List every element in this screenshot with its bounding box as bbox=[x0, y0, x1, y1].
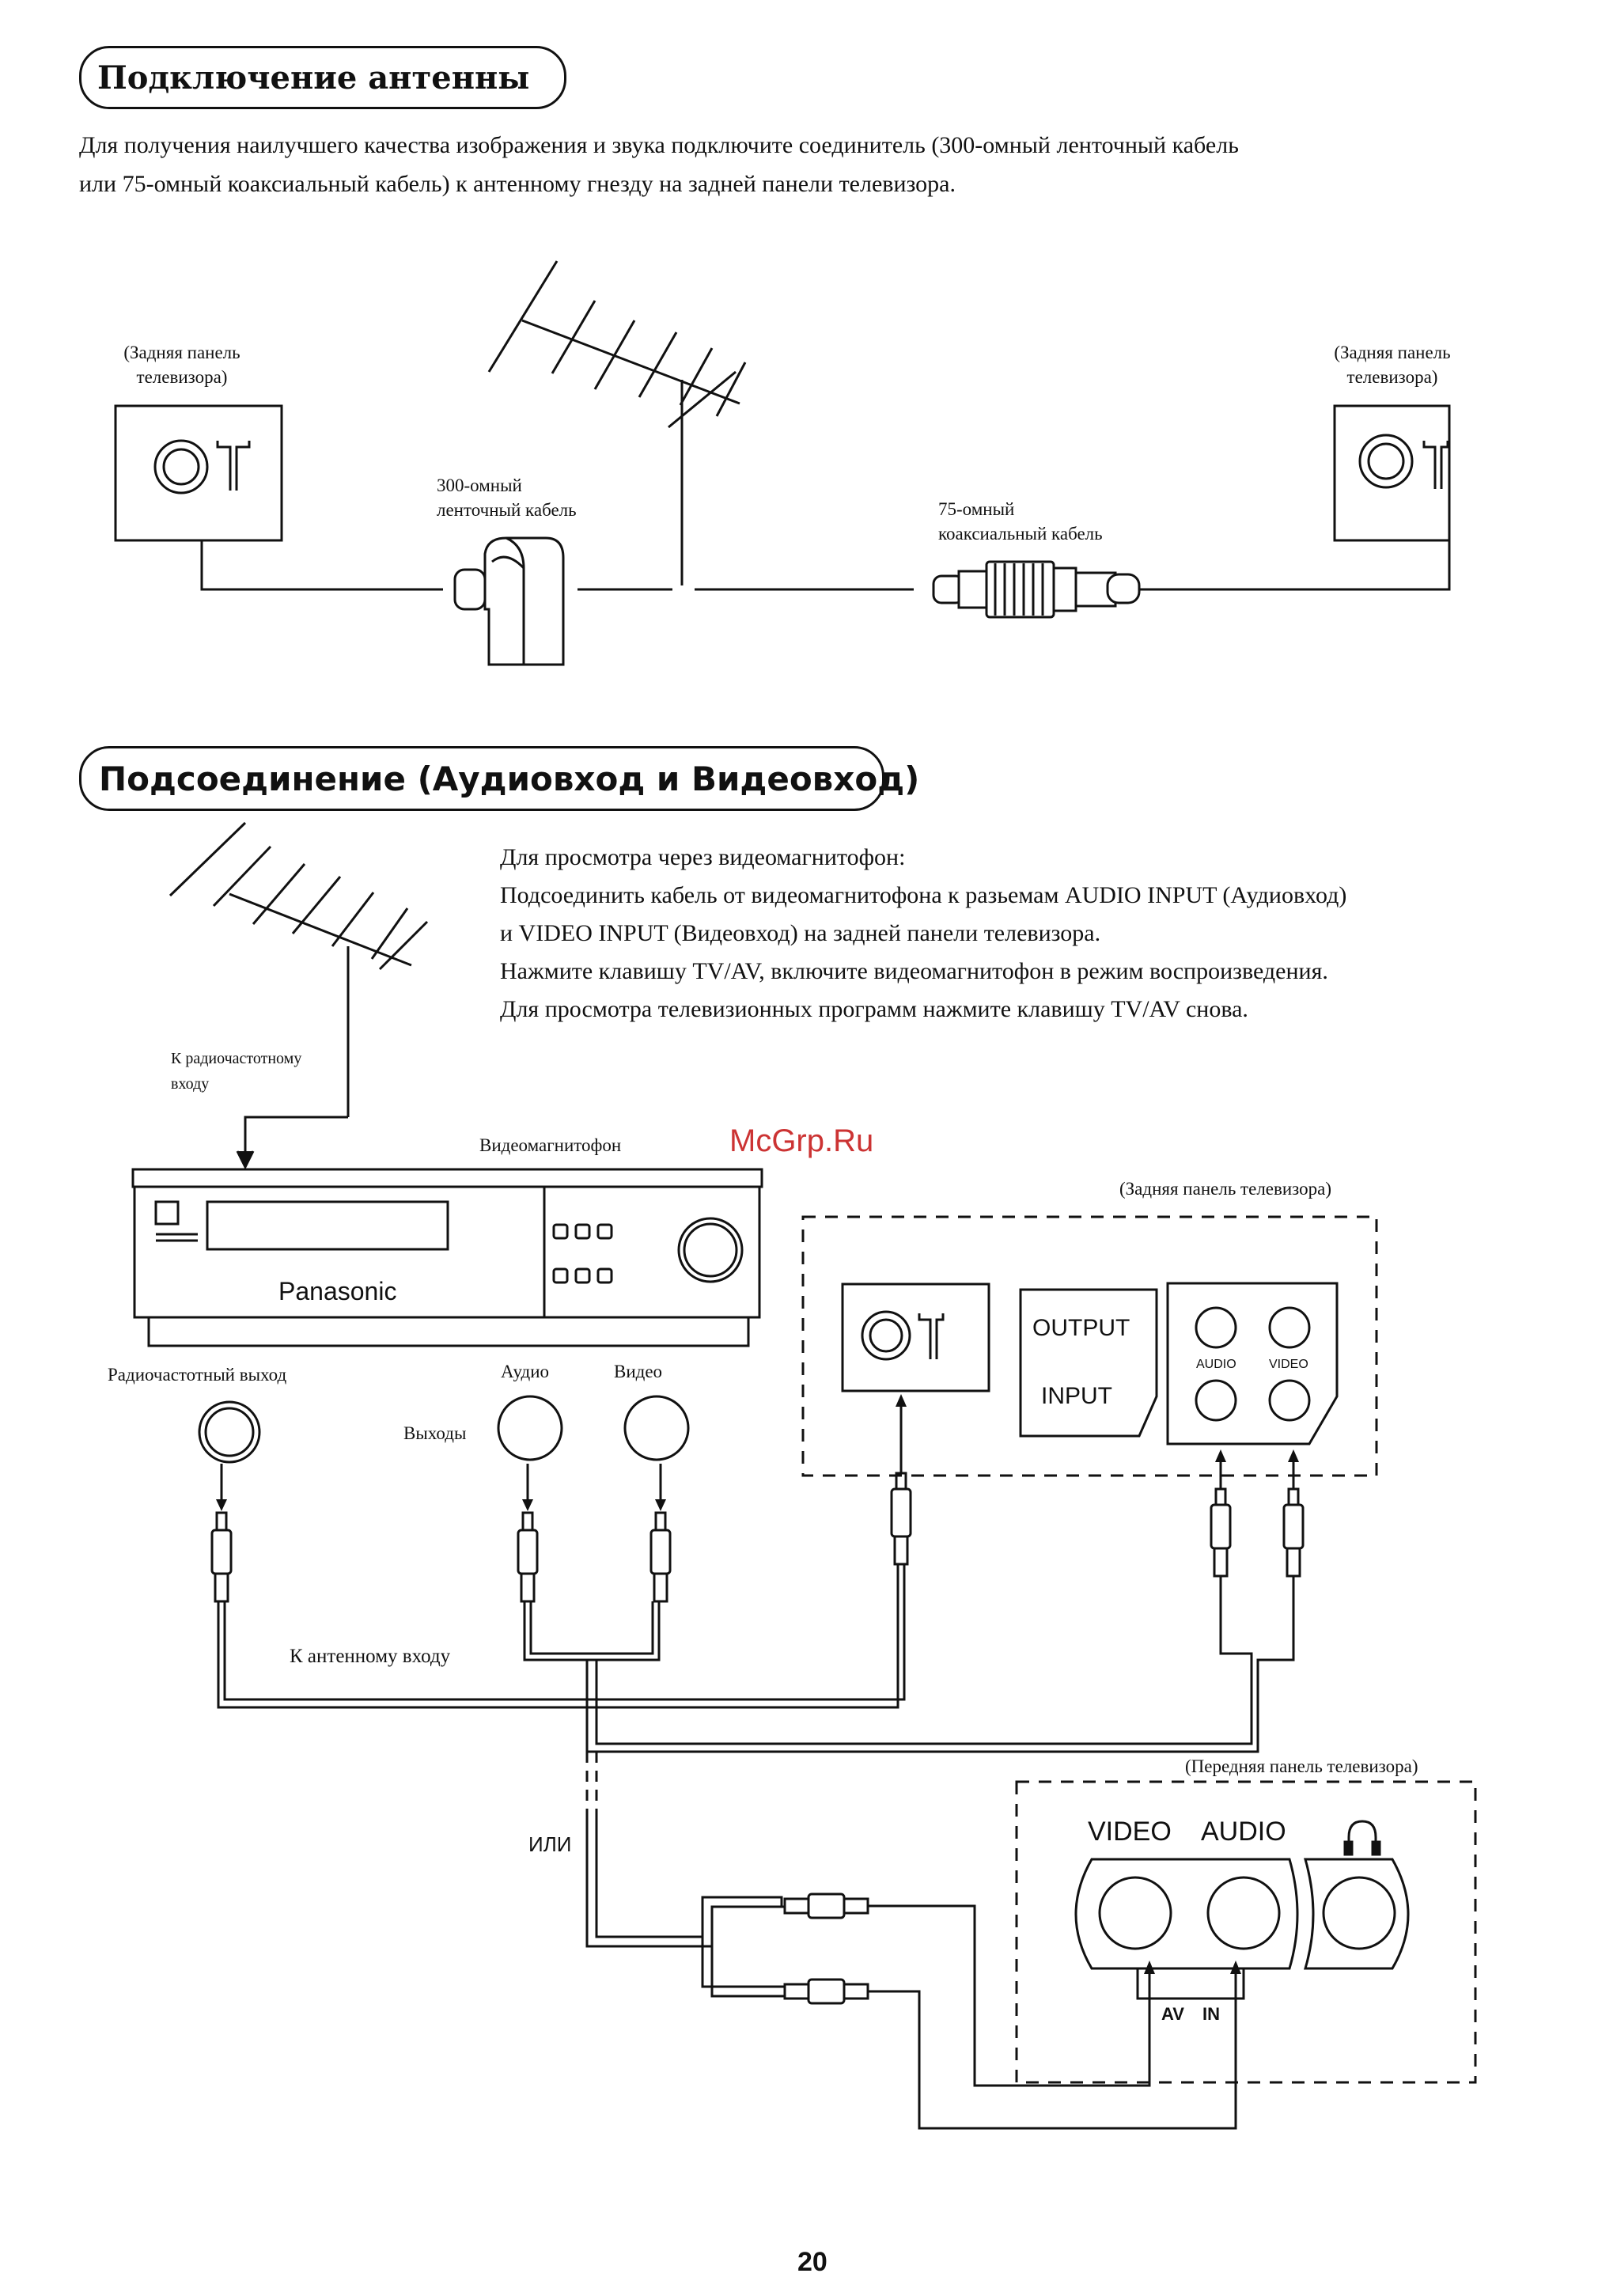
rf-cable-plug bbox=[210, 1511, 233, 1603]
rf-cable bbox=[217, 1564, 906, 1709]
coax-plug-icon bbox=[932, 560, 1141, 619]
section-title-antenna-text: Подключение антенны bbox=[97, 59, 530, 97]
rf-output-label: Радиочастотный выход bbox=[108, 1365, 287, 1385]
vcr-video-output-jack bbox=[623, 1395, 690, 1461]
intro-line-2: или 75-омный коаксиальный кабель) к анте… bbox=[79, 171, 956, 197]
rf-input-feed-line bbox=[244, 1116, 348, 1163]
right-feed-line bbox=[1135, 540, 1451, 591]
tv-front-jack-strip bbox=[1074, 1858, 1299, 1970]
tv-front-label: (Передняя панель телевизора) bbox=[1185, 1756, 1418, 1776]
vcr-device bbox=[131, 1168, 763, 1347]
page-number: 20 bbox=[797, 2247, 827, 2277]
rf-input-label: К радиочастотному входу bbox=[171, 1050, 302, 1093]
front-video-plug bbox=[783, 1892, 869, 1919]
output-label: OUTPUT bbox=[1032, 1315, 1130, 1341]
right-tv-rear-panel bbox=[1333, 404, 1451, 542]
av-cable-bundle bbox=[523, 1576, 1295, 1753]
tv-av-jack-panel bbox=[1166, 1282, 1339, 1445]
video-jack-label: VIDEO bbox=[1269, 1358, 1308, 1371]
section-title-av-text: Подсоединение (Аудиовход и Видеовход) bbox=[99, 759, 920, 798]
tv-output-input-panel bbox=[1019, 1288, 1158, 1438]
ribbon-plug-icon bbox=[453, 536, 565, 666]
left-feed-line bbox=[200, 540, 443, 591]
tv-front-panel-box bbox=[1015, 1780, 1477, 2084]
vcr-label: Видеомагнитофон bbox=[479, 1135, 622, 1155]
tv-rear-antenna-panel bbox=[841, 1283, 990, 1392]
headphone-jack bbox=[1322, 1876, 1396, 1950]
in-label: IN bbox=[1202, 2004, 1220, 2024]
audio-cable-plug bbox=[517, 1511, 539, 1603]
alt-branch-dashed bbox=[585, 1752, 598, 1820]
left-antenna-jack-icon bbox=[153, 439, 209, 494]
right-rear-panel-label: (Задняя панель телевизора) bbox=[1334, 343, 1451, 387]
tv-video-input-plug bbox=[1282, 1487, 1305, 1578]
section-title-antenna: Подключение антенны bbox=[79, 46, 566, 109]
front-audio-plug bbox=[783, 1978, 869, 2005]
headphone-icon bbox=[1343, 1820, 1381, 1856]
audio-jack-label: AUDIO bbox=[1196, 1358, 1236, 1371]
vcr-audio-output-jack bbox=[497, 1395, 563, 1461]
antenna-2-icon bbox=[169, 821, 429, 1117]
outputs-label: Выходы bbox=[403, 1423, 467, 1443]
left-rear-panel-label: (Задняя панель телевизора) bbox=[123, 343, 240, 387]
tv-rear-panel-box bbox=[801, 1215, 1378, 1477]
ribbon-cable-label: 300-омный ленточный кабель bbox=[437, 475, 577, 520]
front-audio-jack bbox=[1206, 1876, 1281, 1950]
intro-line-1: Для получения наилучшего качества изобра… bbox=[79, 132, 1239, 158]
front-video-label: VIDEO bbox=[1088, 1817, 1172, 1847]
video-cable-plug bbox=[649, 1511, 672, 1603]
front-av-cable bbox=[585, 1820, 791, 1998]
front-video-jack bbox=[1098, 1876, 1172, 1950]
right-ribbon-terminal-icon bbox=[1422, 441, 1449, 489]
tv-audio-input-plug bbox=[1210, 1487, 1232, 1578]
or-label: ИЛИ bbox=[528, 1832, 572, 1856]
antenna-input-label: К антенному входу bbox=[290, 1646, 451, 1667]
av-label: AV bbox=[1161, 2004, 1184, 2024]
watermark: McGrp.Ru bbox=[729, 1123, 874, 1158]
video-output-label: Видео bbox=[614, 1362, 663, 1381]
left-ribbon-terminal-icon bbox=[216, 441, 251, 491]
av-instructions: Для просмотра через видеомагнитофон: Под… bbox=[500, 844, 1347, 1022]
input-label: INPUT bbox=[1041, 1383, 1112, 1409]
audio-output-label: Аудио bbox=[501, 1362, 550, 1381]
antenna-1-icon bbox=[487, 260, 747, 585]
vcr-rf-output-jack bbox=[198, 1400, 261, 1464]
tv-antenna-cable-plug bbox=[890, 1472, 912, 1566]
coax-cable-label: 75-омный коаксиальный кабель bbox=[938, 499, 1103, 544]
vcr-brand: Panasonic bbox=[278, 1277, 397, 1305]
section-title-av: Подсоединение (Аудиовход и Видеовход) bbox=[79, 746, 919, 811]
tv-rear-label: (Задняя панель телевизора) bbox=[1119, 1179, 1331, 1199]
right-antenna-jack-icon bbox=[1358, 434, 1414, 489]
front-audio-label: AUDIO bbox=[1201, 1817, 1286, 1847]
